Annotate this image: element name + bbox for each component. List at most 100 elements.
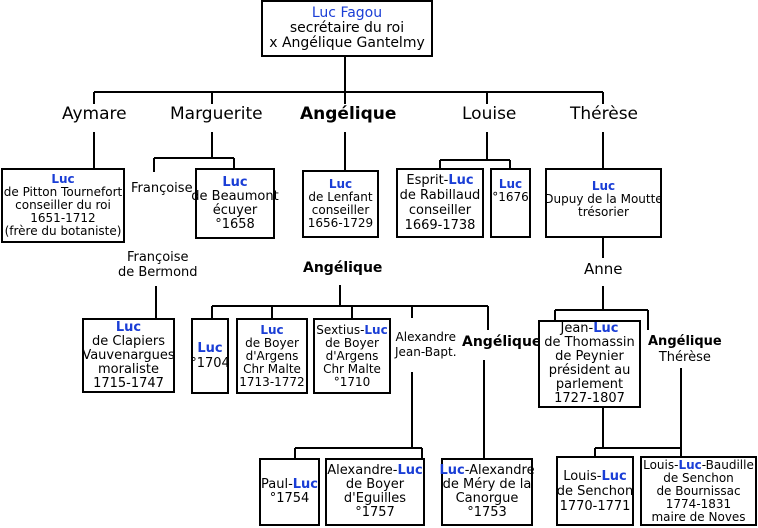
esprit-luc-line1: de Rabillaud <box>399 188 481 203</box>
clapiers-line3: moraliste <box>97 361 160 377</box>
lenfant-line1: de Lenfant <box>308 190 373 204</box>
tournefort-box: Luc de Pitton Tournefort conseiller du r… <box>1 168 125 243</box>
beaumont-line2: écuyer <box>212 202 258 218</box>
esprit-luc-line2: conseiller <box>408 203 472 218</box>
senchon2-line1: de Senchon <box>663 470 734 485</box>
sextius-title: Sextius-Luc <box>316 322 388 337</box>
luc-1676-line1: °1676 <box>492 190 529 204</box>
dupuy-box: Luc Dupuy de la Moutte trésorier <box>544 168 663 238</box>
sextius-line4: °1710 <box>333 374 371 389</box>
alexandre-luc-line3: °1757 <box>355 505 395 520</box>
senchon1-title: Louis-Luc <box>563 469 627 484</box>
clapiers-line2: Vauvenargues <box>82 347 175 363</box>
sextius-box: Sextius-Luc de Boyer d'Argens Chr Malte … <box>313 318 391 394</box>
child-louise: Louise <box>462 104 517 124</box>
esprit-luc-line3: 1669-1738 <box>404 218 476 233</box>
luc-alexandre-line2: Canorgue <box>455 491 519 506</box>
francoise-label: Françoise <box>131 181 193 196</box>
tournefort-line2: conseiller du roi <box>15 198 111 212</box>
beaumont-box: Luc de Beaumont écuyer °1658 <box>191 168 279 239</box>
luc-alexandre-name: Luc <box>439 463 465 478</box>
senchon2-name: Luc <box>678 457 702 472</box>
root-title: secrétaire du roi <box>289 20 405 36</box>
alexandre-luc-title: Alexandre-Luc <box>327 464 422 478</box>
luc-alexandre-line3: °1753 <box>467 505 507 520</box>
luc-1704-box: Luc °1704 <box>190 318 230 394</box>
tournefort-line3: 1651-1712 <box>30 211 96 225</box>
dupuy-line2: trésorier <box>578 205 629 219</box>
sextius-prefix: Sextius- <box>316 322 365 337</box>
lenfant-line2: conseiller <box>311 203 370 217</box>
senchon1-prefix: Louis- <box>563 468 602 484</box>
francoise-bermond-line1: Françoise <box>126 250 189 265</box>
angelique-gen2-label: Angélique <box>303 260 383 276</box>
jean-luc-line1: de Thomassin <box>544 335 635 350</box>
lenfant-name: Luc <box>328 177 353 191</box>
esprit-luc-name: Luc <box>448 173 474 188</box>
beaumont-name: Luc <box>222 174 248 190</box>
senchon2-line3: 1774-1831 <box>665 496 732 511</box>
tournefort-line4: (frère du botaniste) <box>4 224 122 238</box>
angelique-therese-label: Angélique Thérèse <box>648 334 722 366</box>
lenfant-line3: 1656-1729 <box>307 216 374 230</box>
senchon2-suffix: -Baudille <box>701 457 754 472</box>
paul-luc-box: Paul-Luc °1754 <box>259 458 320 526</box>
alexandre-luc-line2: d'Eguilles <box>343 491 407 506</box>
alexandre-luc-prefix: Alexandre- <box>327 463 398 478</box>
luc-alexandre-line1: de Méry de la <box>442 477 532 492</box>
alexandre-luc-box: Alexandre-Luc de Boyer d'Eguilles °1757 <box>325 458 425 526</box>
esprit-luc-box: Esprit-Luc de Rabillaud conseiller 1669-… <box>396 168 484 238</box>
dupuy-line1: Dupuy de la Moutte <box>544 192 663 206</box>
sextius-name: Luc <box>364 322 388 337</box>
clapiers-box: Luc de Clapiers Vauvenargues moraliste 1… <box>82 318 175 393</box>
boyer-argens-name: Luc <box>260 322 284 337</box>
francoise-bermond-line2: de Bermond <box>118 265 198 280</box>
jean-luc-title: Jean-Luc <box>561 322 619 336</box>
senchon2-line4: maire de Noves <box>651 509 746 524</box>
jean-luc-line3: président au <box>548 363 631 378</box>
boyer-argens-line2: d'Argens <box>245 348 299 363</box>
luc-1676-name: Luc <box>498 177 523 191</box>
alexandre-luc-line1: de Boyer <box>345 477 405 492</box>
angelique-therese-line2: Thérèse <box>658 350 711 365</box>
sextius-line2: d'Argens <box>325 348 379 363</box>
senchon1-line2: 1770-1771 <box>559 498 631 514</box>
child-aymare: Aymare <box>62 104 127 124</box>
boyer-argens-line3: Chr Malte <box>243 361 301 376</box>
root-name: Luc Fagou <box>311 5 383 21</box>
luc-alexandre-box: Luc-Alexandre de Méry de la Canorgue °17… <box>439 458 535 526</box>
dupuy-name: Luc <box>591 179 616 193</box>
luc-alexandre-title: Luc-Alexandre <box>439 464 534 478</box>
child-marguerite: Marguerite <box>170 104 263 124</box>
angelique-therese-line1: Angélique <box>648 334 722 349</box>
jean-luc-line5: 1727-1807 <box>554 391 625 406</box>
senchon1-name: Luc <box>601 468 627 484</box>
luc-1704-name: Luc <box>197 341 223 356</box>
boyer-argens-line1: de Boyer <box>245 335 299 350</box>
angelique-gen3-label: Angélique <box>462 334 542 350</box>
tournefort-name: Luc <box>51 172 75 186</box>
senchon2-prefix: Louis- <box>643 457 679 472</box>
root-box: Luc Fagou secrétaire du roi x Angélique … <box>261 0 433 57</box>
child-angelique: Angélique <box>300 104 397 124</box>
lenfant-box: Luc de Lenfant conseiller 1656-1729 <box>302 170 379 238</box>
alexandre-luc-name: Luc <box>397 463 423 478</box>
jean-luc-line2: de Peynier <box>555 349 624 364</box>
senchon1-box: Louis-Luc de Senchon 1770-1771 <box>556 456 634 526</box>
clapiers-line1: de Clapiers <box>91 333 166 349</box>
paul-luc-prefix: Paul- <box>261 477 293 492</box>
tournefort-line1: de Pitton Tournefort <box>3 185 123 199</box>
sextius-line3: Chr Malte <box>323 361 381 376</box>
alexandre-jb-label: Alexandre Jean-Bapt. <box>395 330 457 360</box>
root-spouse: x Angélique Gantelmy <box>269 35 425 51</box>
jean-luc-name: Luc <box>593 321 619 336</box>
senchon2-title: Louis-Luc-Baudille <box>643 457 754 472</box>
francoise-bermond-label: Françoise de Bermond <box>118 250 198 280</box>
paul-luc-line1: °1754 <box>269 491 310 506</box>
alexandre-jb-line2: Jean-Bapt. <box>395 345 457 359</box>
boyer-argens-line4: 1713-1772 <box>239 374 305 389</box>
boyer-argens-box: Luc de Boyer d'Argens Chr Malte 1713-177… <box>236 318 308 394</box>
esprit-luc-prefix: Esprit- <box>406 173 449 188</box>
beaumont-line3: °1658 <box>215 216 255 232</box>
